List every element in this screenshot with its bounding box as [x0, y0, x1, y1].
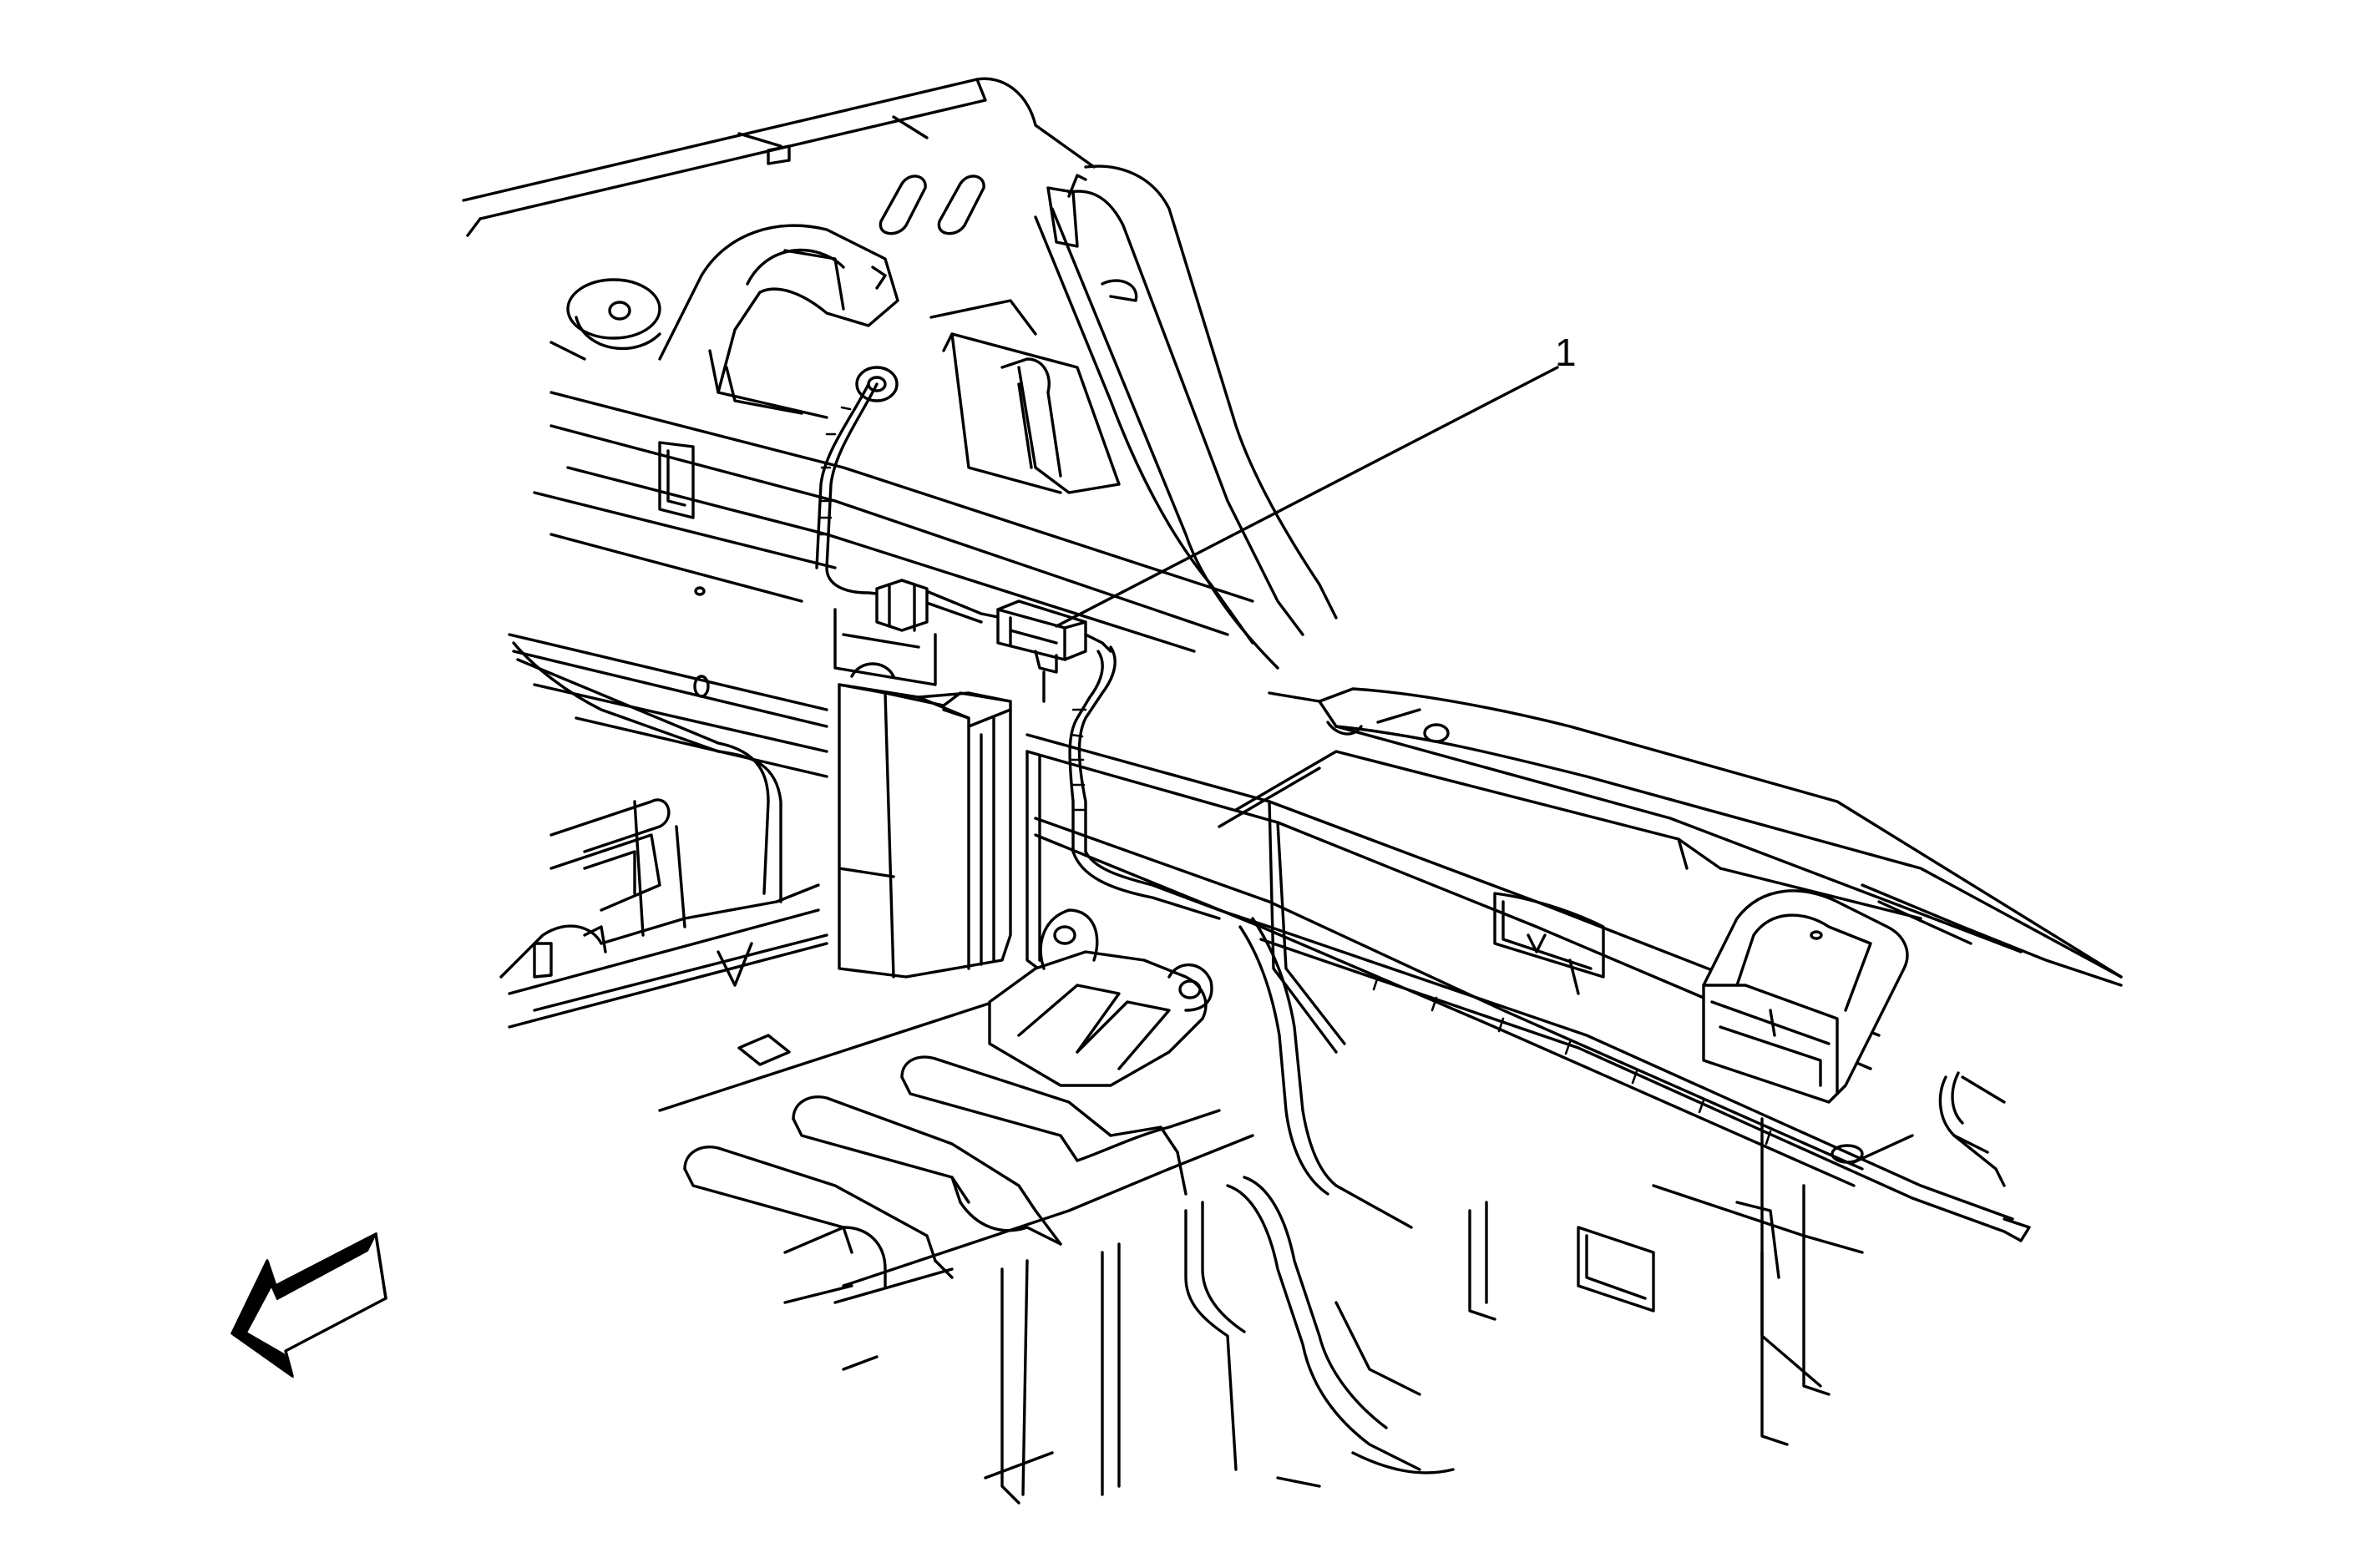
- right-quarter-lower: [1025, 733, 1881, 1446]
- shelf-slots: [879, 175, 985, 235]
- wiring-harness: [815, 382, 2031, 1242]
- right-tiedown-block: [1702, 889, 1909, 1388]
- quarter-inner-bracket: [658, 224, 899, 419]
- harness-clip: [875, 579, 929, 632]
- left-wheelhouse: [499, 641, 828, 1012]
- callout-1-label: 1: [1555, 331, 1577, 374]
- trunk-floor: [508, 942, 995, 1112]
- speaker-mount: [566, 278, 661, 351]
- far-right-bracket: [1831, 883, 2123, 1187]
- rear-deck-rail: [1218, 687, 2123, 979]
- callout-1-leader: [1055, 366, 1559, 628]
- front-direction-arrow-icon: [230, 1232, 387, 1378]
- callout-1: 1: [1055, 331, 1577, 628]
- floor-ribs: [683, 1055, 1455, 1505]
- jack-block: [988, 908, 1213, 1087]
- center-pillar-block: [833, 608, 1012, 979]
- c-pillar-trim: [1034, 164, 1338, 670]
- quarter-channel: [929, 299, 1121, 494]
- connector-item-1: [996, 599, 1112, 703]
- package-shelf: [462, 77, 1096, 237]
- rear-bulkhead: [508, 341, 1254, 778]
